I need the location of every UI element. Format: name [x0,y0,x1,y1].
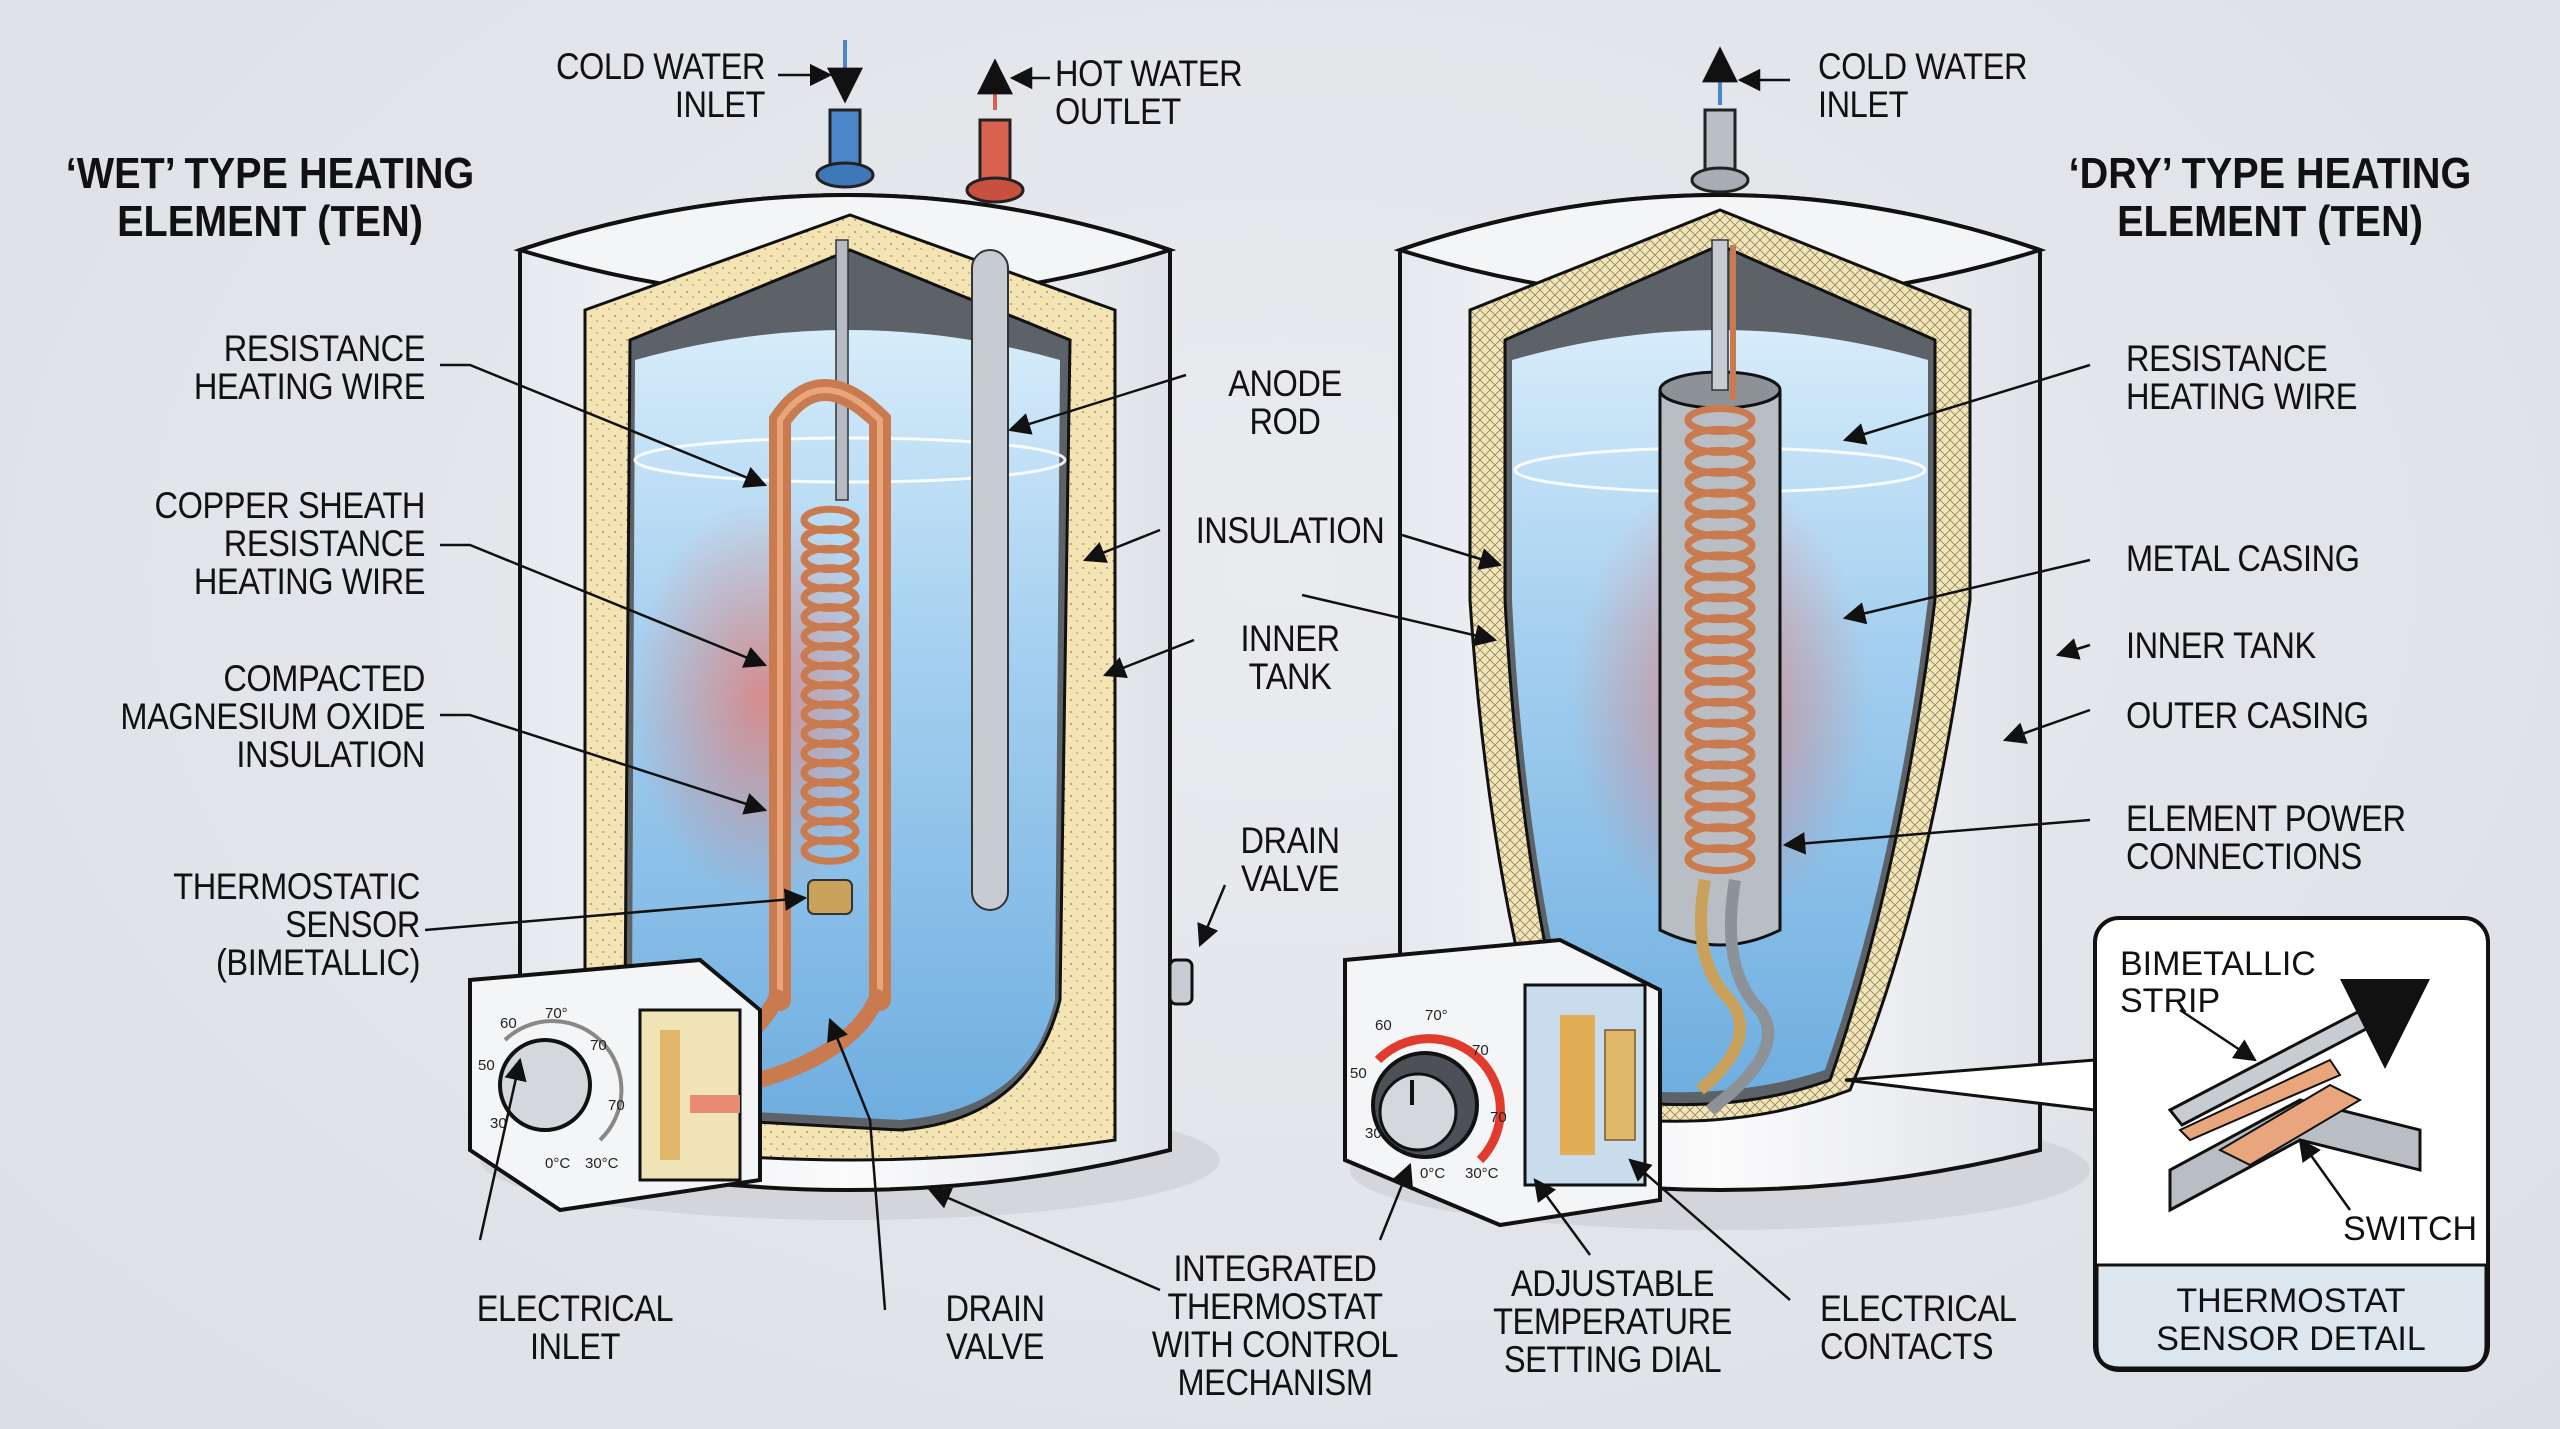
label-resistance-heating-wire-wet: RESISTANCE HEATING WIRE [193,328,426,407]
dial-tick: 0°C [1420,1165,1445,1182]
wet-title: ‘WET’ TYPE HEATING ELEMENT (TEN) [65,149,475,246]
temperature-range-arc [1374,1034,1505,1164]
wet-tank: 60 70° 70 50 70 30 0°C 30°C [468,40,1220,1220]
inset-caption-2: SENSOR DETAIL [2156,1320,2426,1358]
label-inner-tank-center: INNER TANK [1240,618,1340,697]
label-cold-water-inlet-wet: COLD WATER INLET [555,46,765,125]
inset-label-strip-1: BIMETALLIC [2120,945,2316,983]
label-copper-sheath: COPPER SHEATH RESISTANCE HEATING WIRE [154,485,426,602]
dial-tick: 70° [545,1005,568,1022]
dial-tick: 70 [1472,1042,1489,1059]
dry-tank: 60 70° 70 50 70 30 0°C 30°C [1343,46,2090,1230]
dial-tick: 50 [1350,1065,1367,1082]
label-element-power-connections: ELEMENT POWER CONNECTIONS [2126,798,2406,877]
inset-label-strip-2: STRIP [2120,982,2220,1020]
switch-contact [2217,1083,2363,1167]
label-anode-rod: ANODE ROD [1228,363,1342,442]
leader-lines [424,63,2091,1311]
wet-thermostat: 60 70° 70 50 70 30 0°C 30°C [468,957,762,1213]
label-hot-water-outlet: HOT WATER OUTLET [1055,53,1243,132]
thermostatic-sensor [807,879,853,915]
thermostat-sensor-inset: BIMETALLIC STRIP SWITCH THERMOSTAT SENSO… [1844,916,2490,1372]
dial-tick: 60 [1375,1017,1392,1034]
label-adjustable-dial: ADJUSTABLE TEMPERATURE SETTING DIAL [1493,1263,1732,1380]
label-outer-casing: OUTER CASING [2126,695,2369,736]
dial-tick: 70° [1425,1007,1448,1024]
dial-tick: 60 [500,1015,517,1032]
inset-label-switch: SWITCH [2343,1210,2477,1248]
label-insulation: INSULATION [1195,510,1385,551]
label-metal-casing: METAL CASING [2126,538,2360,579]
dry-resistance-coil [1684,405,1756,875]
label-electrical-contacts: ELECTRICAL CONTACTS [1820,1288,2017,1367]
label-magnesium-oxide: COMPACTED MAGNESIUM OXIDE INSULATION [120,658,425,775]
inset-caption-1: THERMOSTAT [2176,1282,2405,1320]
anode-rod [971,249,1009,911]
coil-turn [1684,844,1756,875]
label-cold-water-inlet-dry: COLD WATER INLET [1818,46,2028,125]
dial-tick: 30 [490,1115,507,1132]
coil-turn [800,836,860,865]
label-electrical-inlet: ELECTRICAL INLET [476,1288,674,1367]
dial-tick: 50 [478,1057,495,1074]
dry-title: ‘DRY’ TYPE HEATING ELEMENT (TEN) [2068,149,2472,246]
dial-tick: 30 [1365,1125,1382,1142]
dial-tick: 70 [608,1097,625,1114]
dial-tick: 30°C [585,1155,619,1172]
dial-tick: 30°C [1465,1165,1499,1182]
label-drain-valve: DRAIN VALVE [1240,820,1340,899]
label-thermostatic-sensor: THERMOSTATIC SENSOR (BIMETALLIC) [173,866,420,983]
label-inner-tank-dry: INNER TANK [2126,625,2316,666]
label-drain-valve-bottom: DRAIN VALVE [945,1288,1045,1367]
label-integrated-thermostat: INTEGRATED THERMOSTAT WITH CONTROL MECHA… [1151,1248,1399,1403]
dial-tick: 70 [590,1037,607,1054]
resistance-coil [800,505,860,865]
drain-valve [1168,958,1194,1006]
dial-tick: 0°C [545,1155,570,1172]
dial-tick: 70 [1490,1109,1507,1126]
dry-thermostat: 60 70° 70 50 70 30 0°C 30°C [1343,937,1662,1228]
label-resistance-heating-wire-dry: RESISTANCE HEATING WIRE [2126,338,2358,417]
